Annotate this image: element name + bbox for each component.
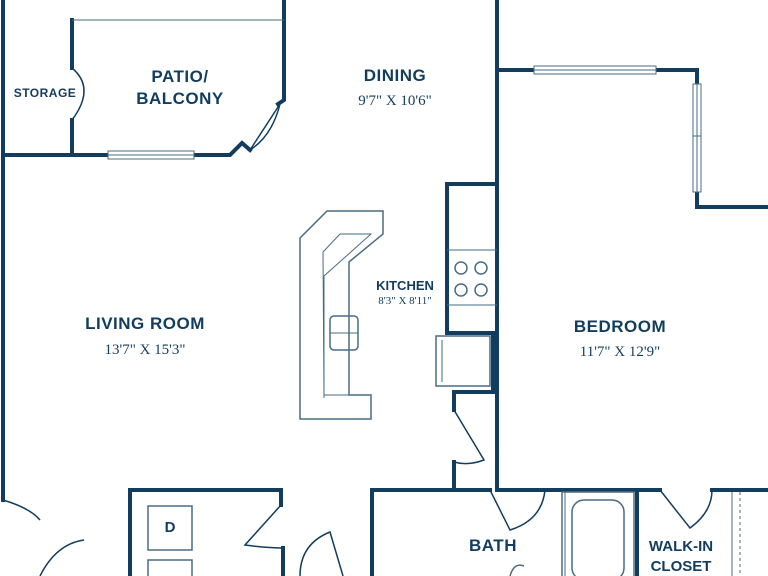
patio-label-line1: PATIO/: [151, 67, 209, 86]
stove-burner: [454, 283, 468, 297]
closet-label-line1: WALK-IN: [648, 538, 714, 555]
wall-kitchen-lower: [452, 331, 495, 412]
wall-bedroom-left: [495, 182, 547, 492]
kitchen-label: KITCHEN: [376, 278, 434, 293]
door-closet: [659, 489, 713, 530]
toilet: [509, 564, 525, 576]
stove-burner: [474, 261, 488, 275]
door-bath: [489, 489, 546, 531]
stove-burner: [454, 261, 468, 275]
patio-label-line2: BALCONY: [136, 89, 224, 108]
refrigerator: [435, 335, 491, 387]
washer: [147, 559, 193, 576]
door-storage: [71, 67, 85, 121]
closet-label-line2: CLOSET: [650, 558, 712, 575]
kitchen-island: [299, 210, 384, 420]
door-laundry-right: [299, 530, 344, 576]
wall-patio-bottom-right: [192, 140, 253, 157]
kitchen-dims: 8'3" X 8'11": [378, 295, 432, 307]
bathtub-basin: [571, 499, 625, 576]
bathtub: [561, 491, 635, 576]
storage-label: STORAGE: [13, 86, 77, 100]
wall-bedroom-right-lower: [695, 190, 768, 209]
bath-label: BATH: [469, 536, 517, 555]
door-entry-bottom: [39, 539, 85, 576]
bedroom-label: BEDROOM: [573, 317, 667, 336]
wall-bath-left: [370, 488, 456, 576]
door-bedroom: [453, 409, 486, 465]
living-room-label: LIVING ROOM: [85, 314, 205, 333]
wall-kitchen-top: [445, 182, 499, 335]
dining-label: DINING: [363, 66, 427, 85]
wall-laundry: [128, 488, 283, 576]
living-room-dims: 13'7" X 15'3": [104, 342, 186, 358]
wall-patio-right: [275, 0, 286, 107]
bedroom-dims: 11'7" X 12'9": [579, 344, 661, 360]
door-laundry-left: [243, 504, 284, 549]
wall-bedroom-top-right: [654, 68, 699, 86]
dining-dims: 9'7" X 10'6": [358, 93, 432, 109]
dryer: [147, 505, 193, 551]
door-entry-top: [2, 499, 41, 521]
door-patio: [249, 103, 281, 151]
kitchen-island-inner: [322, 233, 373, 399]
stove-burner: [474, 283, 488, 297]
dryer-label: D: [164, 519, 176, 536]
